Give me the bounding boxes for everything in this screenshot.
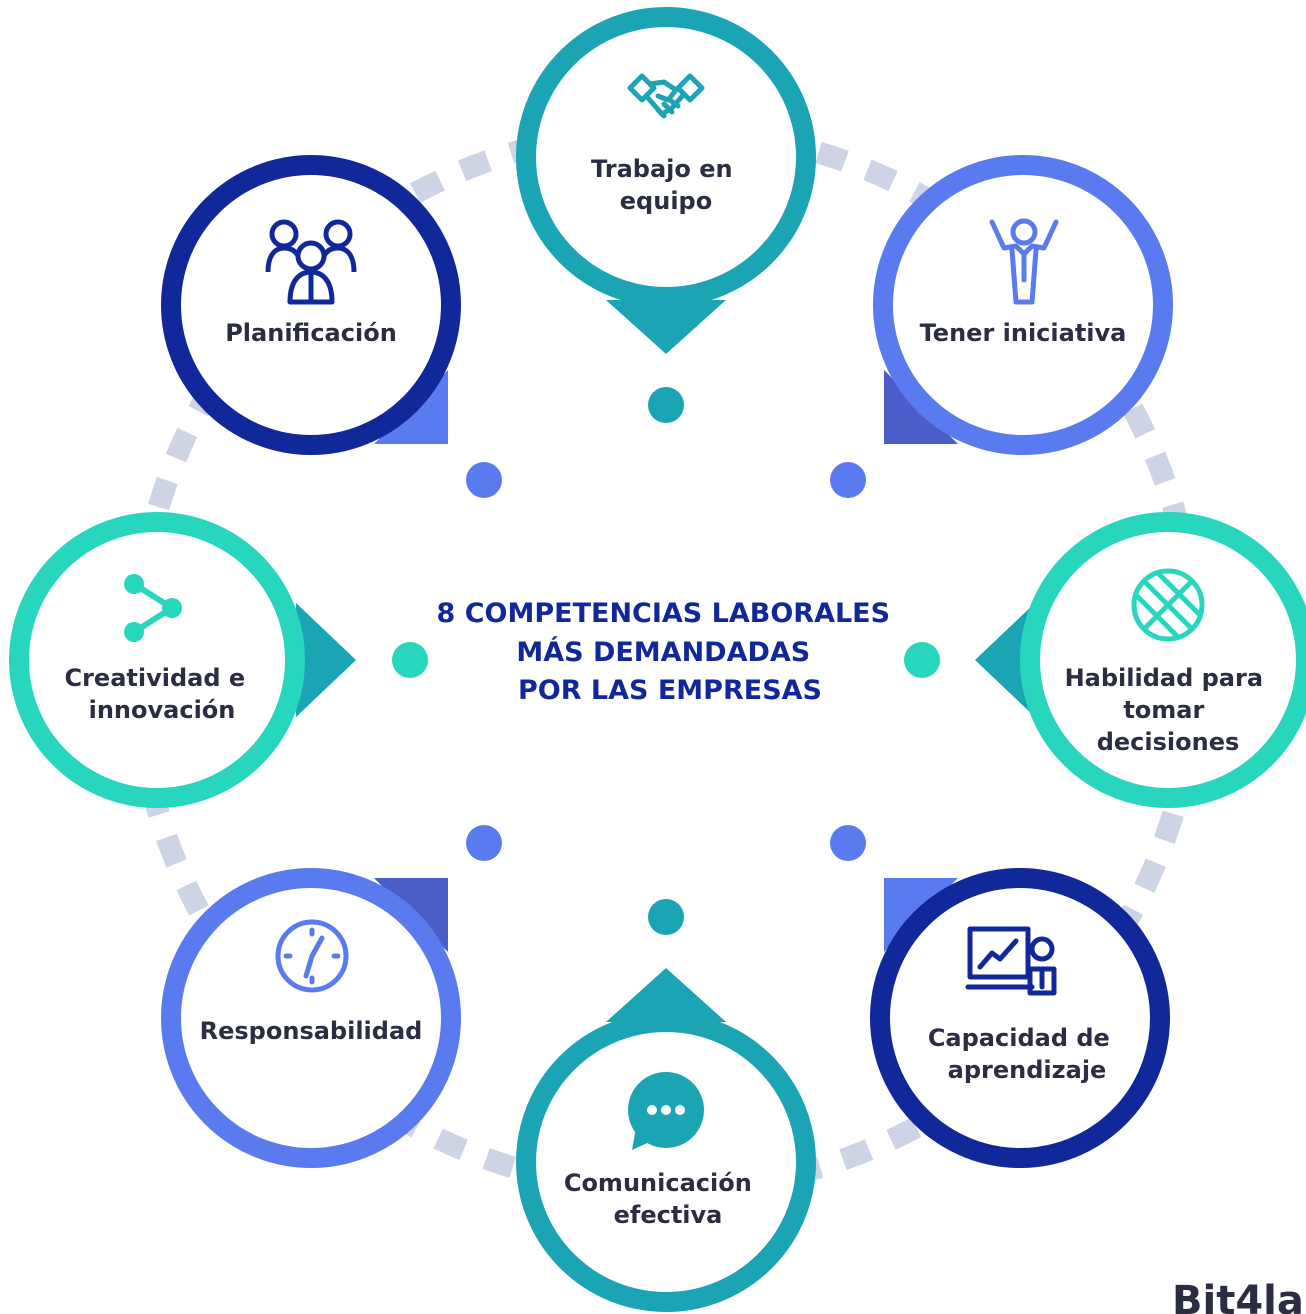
dot bbox=[648, 899, 684, 935]
competency-comunicacion-efectiva: Comunicación efectiva bbox=[516, 968, 816, 1312]
svg-text:Habilidad para tomar: Habilidad para tomar decisiones bbox=[1065, 664, 1272, 756]
center-title-line: POR LAS EMPRESAS bbox=[518, 675, 822, 706]
competency-capacidad-de-aprendizaje: Capacidad de aprendizaje bbox=[870, 868, 1170, 1168]
svg-text:Trabajo en equipo: Trabajo en equipo bbox=[591, 155, 741, 215]
dot bbox=[466, 825, 502, 861]
competency-label: efectiva bbox=[614, 1201, 723, 1229]
pointer-habilidad-para-tomar-decisiones bbox=[975, 603, 1035, 717]
competency-label: equipo bbox=[620, 187, 712, 215]
competency-tener-iniciativa: Tener iniciativa bbox=[873, 155, 1173, 455]
competency-label: Tener iniciativa bbox=[920, 319, 1127, 347]
svg-text:Tener iniciativa: Tener iniciativa bbox=[920, 319, 1127, 347]
svg-text:Creatividad e innovación: Creatividad e innovación bbox=[64, 664, 253, 724]
share-nodes-icon bbox=[124, 574, 182, 642]
dot bbox=[466, 462, 502, 498]
dot bbox=[830, 462, 866, 498]
center-title-line: 8 COMPETENCIAS LABORALES bbox=[437, 598, 891, 629]
center-title-line: MÁS DEMANDADAS bbox=[516, 636, 810, 668]
competency-label: Trabajo en bbox=[591, 155, 733, 183]
competency-label: Planificación bbox=[225, 319, 397, 347]
competency-label: Comunicación bbox=[564, 1169, 752, 1197]
competency-responsabilidad: Responsabilidad bbox=[161, 868, 461, 1168]
group-people-icon bbox=[265, 219, 357, 305]
globe-icon bbox=[1131, 568, 1205, 642]
competency-label: Creatividad e bbox=[64, 664, 245, 692]
presentation-board-icon bbox=[965, 926, 1057, 996]
center-title: 8 COMPETENCIAS LABORALES MÁS DEMANDADAS … bbox=[437, 598, 900, 706]
dot bbox=[648, 387, 684, 423]
competency-trabajo-en-equipo: Trabajo en equipo bbox=[516, 7, 816, 354]
competency-habilidad-para-tomar-decisiones: Habilidad para tomar decisiones bbox=[975, 512, 1306, 808]
dot bbox=[392, 642, 428, 678]
dot bbox=[830, 825, 866, 861]
chat-bubble-icon bbox=[628, 1072, 704, 1150]
competency-label: Habilidad para bbox=[1065, 664, 1263, 692]
svg-text:Comunicación efectiva: Comunicación efectiva bbox=[564, 1169, 760, 1229]
pointer-trabajo-en-equipo bbox=[606, 300, 726, 354]
brand-logo: Bit4la bbox=[1172, 1278, 1304, 1314]
competency-label: Responsabilidad bbox=[200, 1017, 423, 1045]
competency-creatividad-e-innovacion: Creatividad e innovación bbox=[9, 512, 356, 808]
dot bbox=[904, 642, 940, 678]
competency-label: Capacidad de bbox=[928, 1024, 1110, 1052]
competency-label: decisiones bbox=[1097, 728, 1240, 756]
svg-text:Capacidad de aprendizaje: Capacidad de aprendizaje bbox=[928, 1024, 1118, 1084]
competency-label: aprendizaje bbox=[948, 1056, 1107, 1084]
pointer-comunicacion-efectiva bbox=[606, 968, 726, 1022]
competency-label: tomar bbox=[1123, 696, 1204, 724]
handshake-icon bbox=[627, 73, 705, 119]
pointer-creatividad-e-innovacion bbox=[296, 603, 356, 717]
competency-label: innovación bbox=[89, 696, 236, 724]
clock-icon bbox=[275, 919, 349, 993]
svg-text:Responsabilidad: Responsabilidad bbox=[200, 1017, 423, 1045]
raised-arms-person-icon bbox=[989, 218, 1059, 305]
competency-planificacion: Planificación bbox=[161, 155, 461, 455]
inner-dots bbox=[392, 387, 940, 935]
svg-text:Planificación: Planificación bbox=[225, 319, 397, 347]
